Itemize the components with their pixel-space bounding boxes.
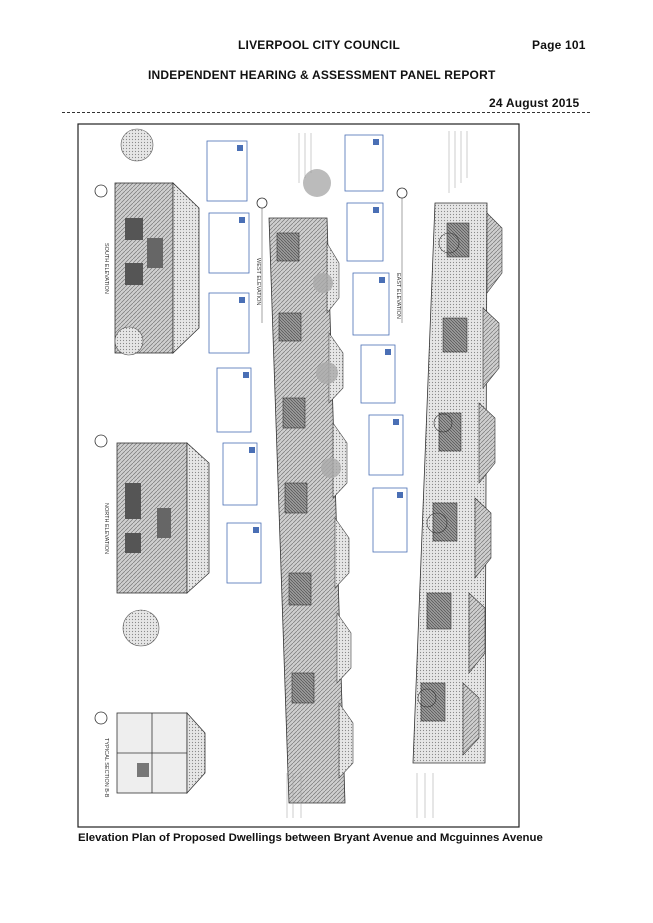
elevation-drawing: SOUTH ELEVATION NORTH ELEVATION TYPICAL … xyxy=(77,123,520,828)
east-elevation-label: EAST ELEVATION xyxy=(395,273,401,319)
figure-caption: Elevation Plan of Proposed Dwellings bet… xyxy=(78,832,543,844)
council-name: LIVERPOOL CITY COUNCIL xyxy=(238,38,400,52)
east-elevation: EAST ELEVATION xyxy=(395,131,503,818)
south-elevation-label: SOUTH ELEVATION xyxy=(103,243,109,294)
north-elevation: NORTH ELEVATION xyxy=(94,434,210,647)
callout-boxes-right xyxy=(344,134,408,553)
report-date: 24 August 2015 xyxy=(489,96,580,110)
west-elevation: WEST ELEVATION xyxy=(255,133,354,818)
north-elevation-label: NORTH ELEVATION xyxy=(103,503,109,554)
report-title: INDEPENDENT HEARING & ASSESSMENT PANEL R… xyxy=(148,68,496,82)
header-divider xyxy=(62,112,590,113)
south-elevation: SOUTH ELEVATION xyxy=(94,128,200,356)
typical-section: TYPICAL SECTION B-B xyxy=(94,711,206,798)
section-label: TYPICAL SECTION B-B xyxy=(103,738,109,798)
page-number: Page 101 xyxy=(532,38,586,52)
west-elevation-label: WEST ELEVATION xyxy=(255,258,261,305)
